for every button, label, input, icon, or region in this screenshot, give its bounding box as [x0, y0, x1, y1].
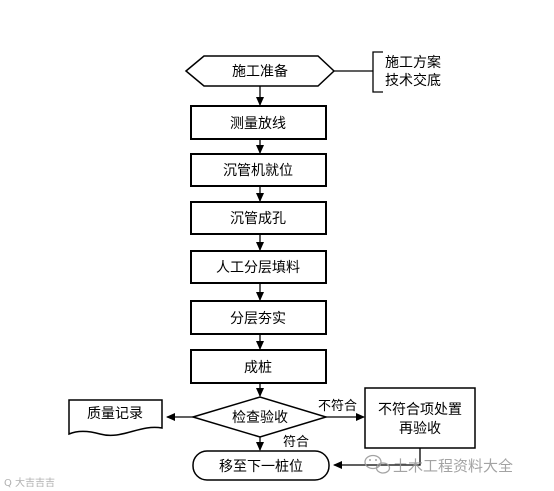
rework-line2: 再验收 — [399, 421, 441, 437]
fail-label: 不符合 — [318, 398, 357, 414]
record-label: 质量记录 — [87, 406, 143, 422]
rework-node: 不符合项处置 再验收 — [364, 387, 476, 449]
end-label: 移至下一桩位 — [219, 458, 303, 475]
step-box-3: 沉管成孔 — [190, 201, 327, 235]
step-label-5: 分层夯实 — [230, 311, 286, 327]
note-line2: 技术交底 — [385, 72, 441, 89]
quality-record-node: 质量记录 — [68, 399, 163, 436]
step-box-1: 测量放线 — [190, 105, 327, 140]
step-label-3: 沉管成孔 — [230, 211, 286, 227]
watermark-text: 土木工程资料大全 — [393, 457, 513, 475]
step-label-1: 测量放线 — [230, 116, 286, 132]
step-box-5: 分层夯实 — [190, 300, 327, 335]
step-box-2: 沉管机就位 — [190, 153, 327, 187]
note-line1: 施工方案 — [385, 54, 441, 71]
watermark: 土木工程资料大全 — [364, 454, 513, 475]
start-node: 施工准备 — [184, 55, 336, 87]
note-bracket — [372, 51, 383, 93]
rework-line1: 不符合项处置 — [378, 402, 462, 418]
decision-label: 检查验收 — [232, 410, 288, 426]
start-label: 施工准备 — [232, 63, 288, 80]
step-label-6: 成桩 — [244, 359, 272, 376]
step-label-2: 沉管机就位 — [223, 163, 293, 179]
step-box-4: 人工分层填料 — [190, 250, 327, 284]
end-node: 移至下一桩位 — [192, 450, 330, 481]
pass-label: 符合 — [283, 434, 309, 450]
wechat-icon — [364, 454, 391, 474]
step-label-4: 人工分层填料 — [216, 260, 300, 276]
decision-node: 检查验收 — [190, 396, 329, 438]
arrow-rework-to-end — [333, 448, 421, 469]
corner-watermark: Q 大吉吉吉 — [4, 476, 55, 489]
step-box-6: 成桩 — [190, 349, 327, 384]
